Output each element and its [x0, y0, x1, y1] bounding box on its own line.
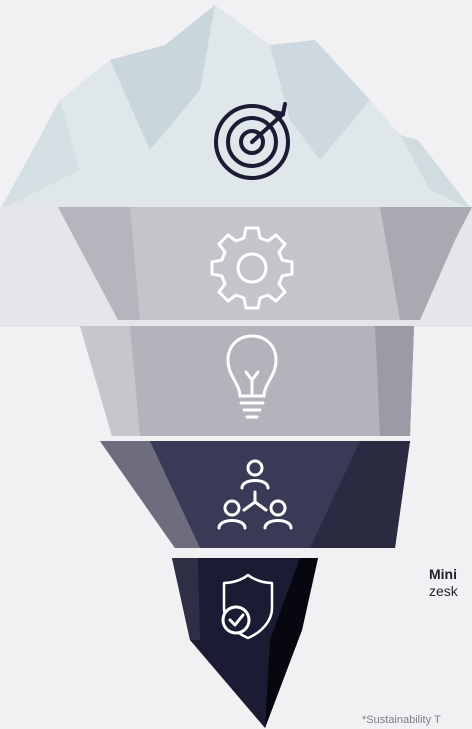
people-network-icon	[217, 459, 293, 530]
side-text-line-1: Mini	[429, 566, 457, 582]
gear-icon	[210, 226, 294, 310]
iceberg-layer-3	[80, 326, 414, 436]
target-icon	[214, 102, 290, 180]
lightbulb-icon	[226, 334, 278, 419]
side-text-line-2: zesk	[429, 583, 458, 599]
footnote: *Sustainability T	[362, 714, 441, 726]
iceberg-base	[172, 558, 318, 728]
shield-check-icon	[221, 573, 274, 640]
iceberg-tip	[0, 5, 472, 210]
